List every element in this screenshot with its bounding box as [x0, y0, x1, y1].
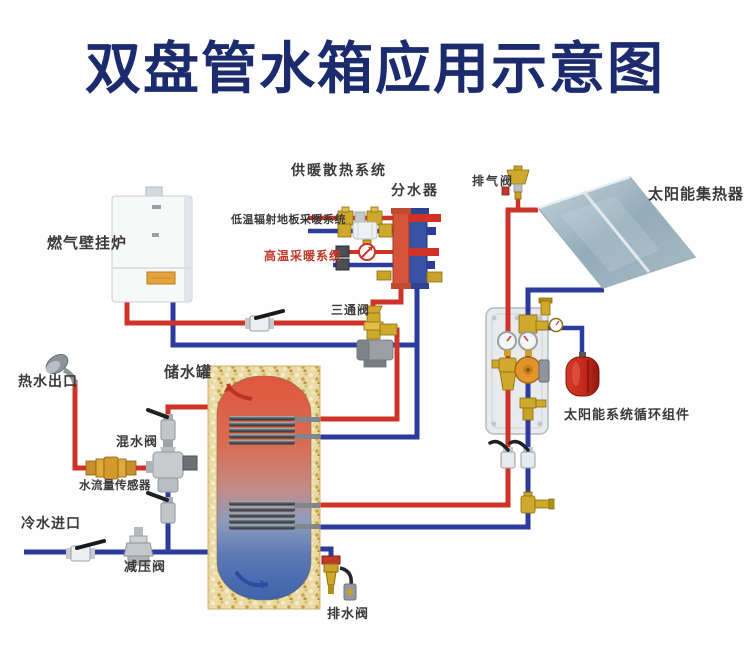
gas-boiler-icon — [111, 186, 193, 303]
solar-collector-icon — [536, 175, 697, 289]
manifold-icon — [376, 208, 443, 289]
label-storage-tank: 储水罐 — [164, 363, 213, 381]
upper-coil-icon — [229, 416, 320, 445]
label-exhaust-valve: 排气阀 — [472, 174, 515, 188]
brass-valve-below-pump-icon — [519, 397, 547, 421]
label-heating-system: 供暖散热系统 — [291, 163, 387, 179]
pressure-gauge-cold-icon — [518, 331, 538, 356]
label-three-way-valve: 三通阀 — [331, 303, 371, 317]
label-gas-boiler: 燃气壁挂炉 — [47, 234, 128, 252]
circulation-pump-icon — [514, 356, 550, 384]
cold-feed-shutoff-valve-icon — [146, 491, 176, 524]
valve-actuator-icon — [356, 339, 394, 368]
label-solar-pump-station: 太阳能系统循环组件 — [564, 408, 691, 423]
pressure-reducing-valve-icon — [123, 527, 154, 566]
drain-valve-icon — [321, 555, 357, 601]
boiler-supply-ball-valve-icon — [245, 309, 285, 332]
cold-inlet-ball-valve-icon — [66, 539, 106, 562]
lower-coil-icon — [229, 501, 320, 530]
high-temp-circuit-fittings — [335, 243, 376, 271]
return-safety-valve-icon — [520, 491, 555, 514]
label-drain-valve: 排水阀 — [327, 607, 370, 622]
label-hot-water-outlet: 热水出口 — [18, 374, 78, 390]
label-cold-water-inlet: 冷水进口 — [21, 516, 81, 532]
label-manifold: 分水器 — [391, 183, 439, 199]
isolation-valve-hot-icon — [488, 439, 516, 469]
flow-sensor-icon — [85, 456, 137, 480]
page-title: 双盘管水箱应用示意图 — [85, 37, 665, 102]
label-mixing-valve: 混水阀 — [116, 435, 159, 450]
solar-pump-station-components — [488, 297, 564, 469]
pressure-gauge-hot-icon — [497, 331, 517, 356]
label-high-temp-heating: 高温采暖系统 — [264, 249, 343, 263]
label-solar-collector: 太阳能集热器 — [648, 185, 745, 203]
three-way-valve-icon — [356, 305, 398, 368]
expansion-tank-icon — [565, 352, 600, 397]
isolation-valve-cold-icon — [508, 439, 536, 469]
label-pressure-reducing-valve: 减压阀 — [124, 560, 167, 575]
label-flow-sensor: 水流量传感器 — [79, 478, 151, 492]
exhaust-valve-icon — [501, 165, 530, 200]
mixing-valve-icon — [146, 440, 198, 493]
brass-tee-safety-group — [518, 297, 564, 334]
shower-head-icon — [45, 353, 78, 385]
label-floor-heating: 低温辐射地板采暖系统 — [231, 213, 346, 226]
radiator-circuit-valves — [337, 206, 393, 249]
storage-tank-icon — [207, 365, 321, 610]
